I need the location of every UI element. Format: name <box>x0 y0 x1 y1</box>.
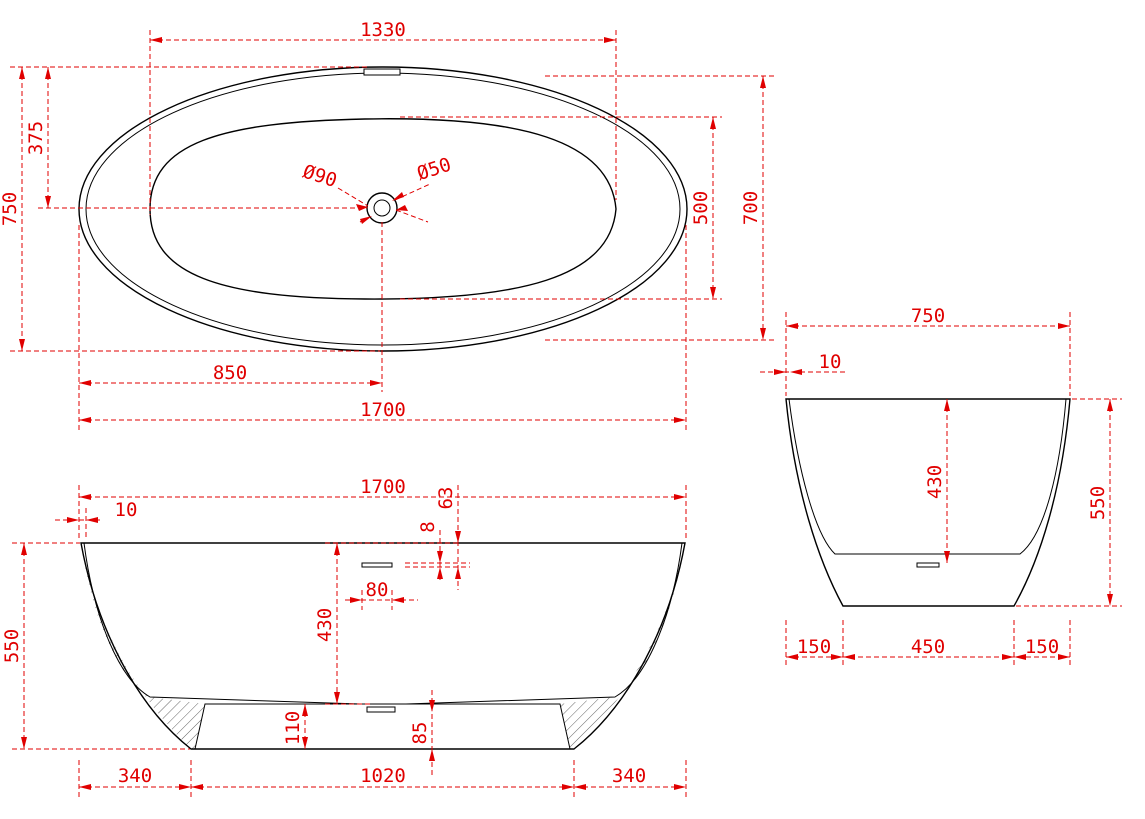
dim-front-inner-depth: 430 <box>314 608 336 642</box>
front-wall-hatch-right <box>560 543 685 749</box>
tub-rim-inner-line <box>85 72 681 346</box>
side-inner-profile <box>788 398 1067 555</box>
dim-overflow-height: 8 <box>417 521 439 532</box>
dim-side-total-width: 750 <box>911 305 945 327</box>
dim-outer-width: 700 <box>740 191 762 225</box>
dim-overall-length: 1330 <box>360 19 406 41</box>
drain-inner <box>373 199 391 217</box>
dim-overflow-drop: 63 <box>435 487 457 510</box>
dim-right-overhang: 340 <box>612 765 646 787</box>
side-view: 750 10 430 550 150 450 150 <box>760 305 1122 668</box>
dim-drain-inner-dia: Ø50 <box>414 154 453 186</box>
dim-total-length: 1700 <box>360 399 406 421</box>
dim-inner-width: 500 <box>690 191 712 225</box>
front-view: 1700 10 63 8 80 430 550 110 85 340 1020 … <box>1 476 687 800</box>
tub-outer-rim <box>78 66 688 352</box>
dim-side-inner-depth: 430 <box>924 465 946 499</box>
dim-drain-outer-dia: Ø90 <box>300 161 339 193</box>
tub-basin-outline <box>149 118 617 300</box>
overflow-slot-front <box>361 562 393 568</box>
dim-front-total-length: 1700 <box>360 476 406 498</box>
overflow-slot-top <box>363 68 401 76</box>
dim-front-wall: 10 <box>115 499 138 521</box>
side-outer-profile <box>785 398 1071 607</box>
dim-drain-offset: 850 <box>213 362 247 384</box>
dim-base-recess: 110 <box>282 711 304 745</box>
dim-side-wall: 10 <box>819 351 842 373</box>
dim-front-total-height: 550 <box>1 629 23 663</box>
dim-side-base-width: 450 <box>911 636 945 658</box>
front-outer-profile <box>80 542 686 750</box>
dim-side-right-overhang: 150 <box>1025 636 1059 658</box>
front-base-recess <box>194 703 571 750</box>
dim-left-overhang: 340 <box>118 765 152 787</box>
front-wall-hatch-left <box>81 543 205 749</box>
top-view: 1330 375 750 500 700 850 1700 Ø90 Ø50 <box>0 19 775 430</box>
dim-overflow-width: 80 <box>366 579 389 601</box>
dim-side-left-overhang: 150 <box>797 636 831 658</box>
dim-drain-depth: 85 <box>409 722 431 745</box>
drain-fitting-front <box>366 706 396 713</box>
dim-half-width: 375 <box>25 121 47 155</box>
dim-overall-width: 750 <box>0 192 21 226</box>
drain-fitting-side <box>916 562 940 568</box>
dim-side-total-height: 550 <box>1087 486 1109 520</box>
dim-base-length: 1020 <box>360 765 406 787</box>
drain-outer <box>366 192 398 224</box>
